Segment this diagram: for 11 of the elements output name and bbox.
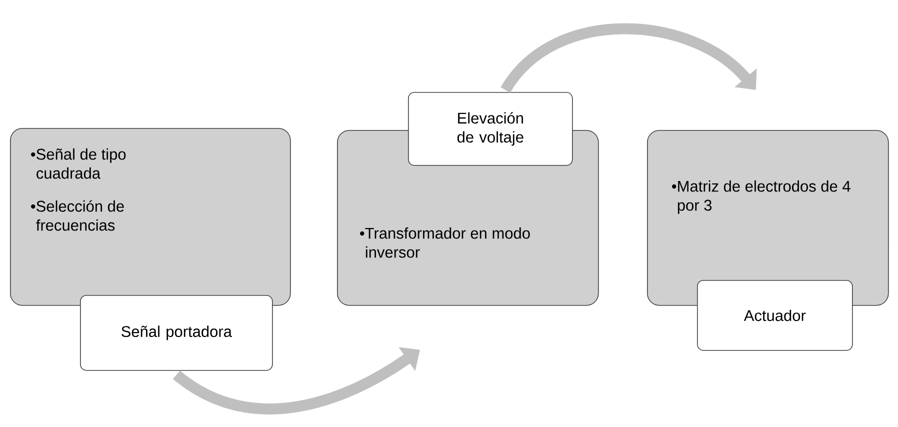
curved-arrow: [500, 23, 757, 94]
label-box: Señal portadora: [80, 294, 273, 371]
process-box: [647, 130, 889, 306]
label-box: Elevación de voltaje: [408, 92, 573, 166]
process-box: [10, 128, 291, 306]
bullet-text: •Transformador en modo inversor: [360, 227, 530, 258]
bullet-text: •Selección de frecuencias: [31, 200, 124, 231]
bullet-text: •Señal de tipo cuadrada: [31, 148, 126, 179]
label-box: Actuador: [697, 280, 853, 351]
curved-arrow: [173, 347, 420, 414]
bullet-text: •Matriz de electrodos de 4 por 3: [672, 180, 850, 214]
